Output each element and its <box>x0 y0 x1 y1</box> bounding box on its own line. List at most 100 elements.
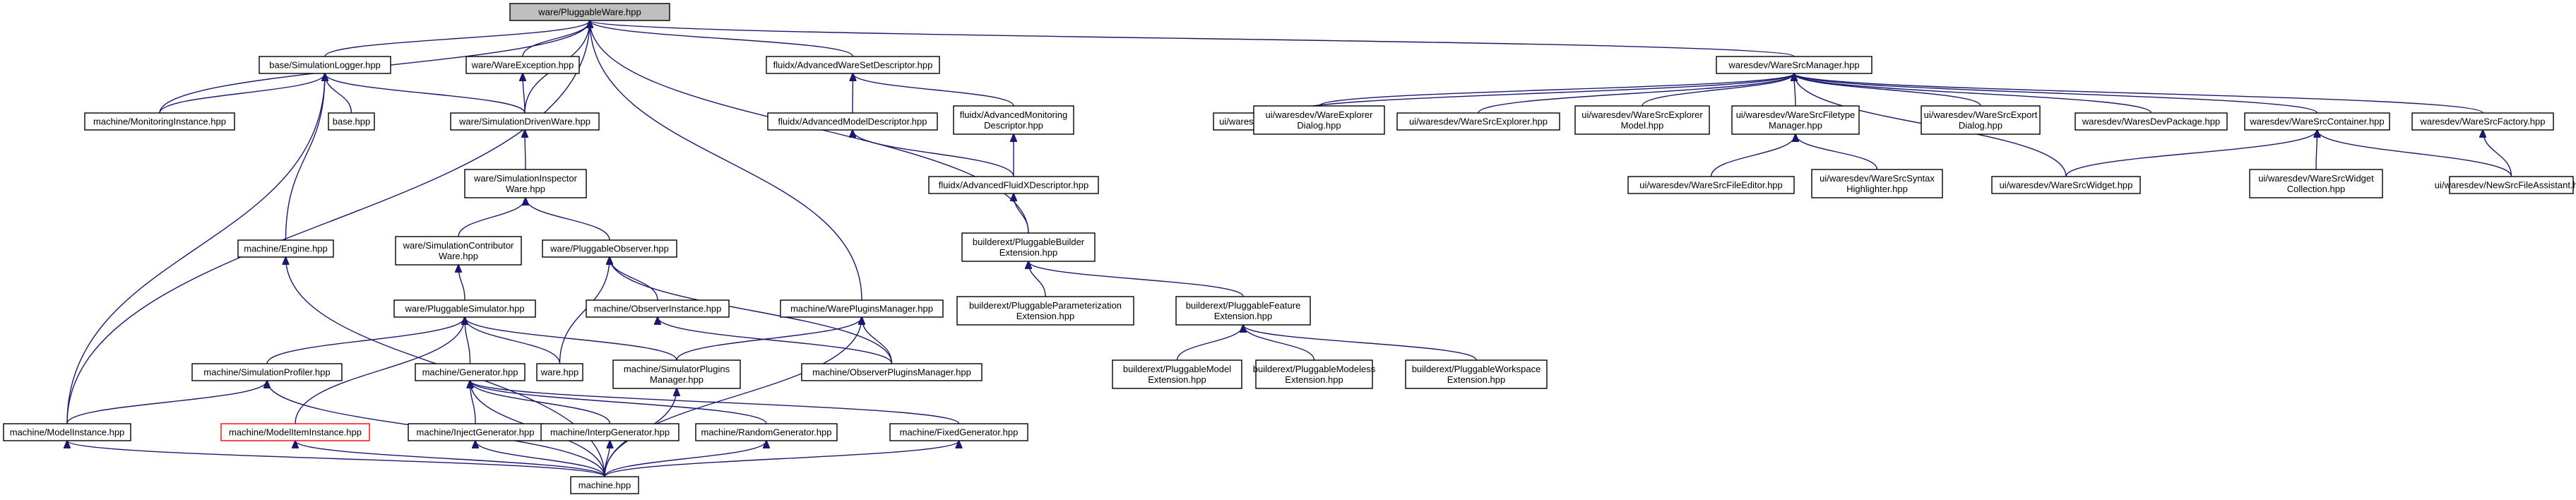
graph-node-plugmodeless[interactable]: builderext/PluggableModelessExtension.hp… <box>1253 359 1376 389</box>
node-label: Dialog.hpp <box>1959 120 2002 131</box>
graph-node-advmodel[interactable]: fluidx/AdvancedModelDescriptor.hpp <box>767 112 938 131</box>
graph-node-waresrcmgr[interactable]: waresdev/WareSrcManager.hpp <box>1716 56 1872 74</box>
node-label: base/SimulationLogger.hpp <box>269 60 381 71</box>
node-box <box>766 56 940 74</box>
node-label: builderext/PluggableModel <box>1123 364 1231 374</box>
graph-node-plugobserver[interactable]: ware/PluggableObserver.hpp <box>542 239 677 258</box>
graph-node-plugparam[interactable]: builderext/PluggableParameterizationExte… <box>956 296 1134 326</box>
graph-node-wareplugmgr[interactable]: machine/WarePluginsManager.hpp <box>780 299 944 318</box>
dependency-edge <box>590 20 862 301</box>
node-label: machine/ObserverPluginsManager.hpp <box>812 367 971 378</box>
node-label: ui/waresdev/WareExplorer <box>1266 109 1374 120</box>
node-label: machine/WarePluginsManager.hpp <box>790 304 933 314</box>
node-label: ware/WareException.hpp <box>471 60 574 71</box>
graph-node-interpgen[interactable]: machine/InterpGenerator.hpp <box>540 423 679 441</box>
dependency-edge <box>324 20 590 57</box>
dependency-edge <box>525 130 526 170</box>
dependency-edge <box>604 441 766 477</box>
dependency-edge <box>2317 130 2512 177</box>
dependency-edge <box>465 317 677 361</box>
graph-node-machinehpp[interactable]: machine.hpp <box>570 476 639 494</box>
node-box <box>450 112 600 131</box>
node-label: Collection.hpp <box>2287 184 2345 194</box>
graph-node-modelitem[interactable]: machine/ModelItemInstance.hpp <box>220 423 370 441</box>
node-box <box>1175 296 1311 326</box>
node-label: Extension.hpp <box>999 247 1057 258</box>
graph-node-simdriven[interactable]: ware/SimulationDrivenWare.hpp <box>450 112 600 131</box>
dependency-edge <box>470 381 960 424</box>
dependency-edge <box>285 73 326 241</box>
node-box <box>542 239 677 258</box>
dependency-edge <box>475 441 605 477</box>
node-label: machine/MonitoringInstance.hpp <box>93 117 226 127</box>
graph-node-waresrcexpl[interactable]: ui/waresdev/WareSrcExplorer.hpp <box>1396 112 1560 131</box>
graph-node-simlogger[interactable]: base/SimulationLogger.hpp <box>259 56 391 74</box>
graph-node-simprofiler[interactable]: machine/SimulationProfiler.hpp <box>191 363 343 381</box>
node-box <box>1731 105 1860 135</box>
graph-node-moninst[interactable]: machine/MonitoringInstance.hpp <box>84 112 235 131</box>
graph-node-newfileassist[interactable]: ui/waresdev/NewSrcFileAssistant.hpp <box>2435 176 2576 194</box>
graph-node-wareexc[interactable]: ware/WareException.hpp <box>465 56 580 74</box>
node-box <box>1627 176 1795 194</box>
node-box <box>328 112 375 131</box>
node-label: waresdev/WareSrcFactory.hpp <box>2419 117 2545 127</box>
node-box <box>393 299 536 318</box>
graph-node-advfluidx[interactable]: fluidx/AdvancedFluidXDescriptor.hpp <box>928 176 1099 194</box>
node-box <box>220 423 370 441</box>
dependency-edge <box>1176 325 1244 361</box>
graph-node-generator[interactable]: machine/Generator.hpp <box>415 363 526 381</box>
graph-node-randomgen[interactable]: machine/RandomGenerator.hpp <box>695 423 838 441</box>
graph-node-engine[interactable]: machine/Engine.hpp <box>237 239 334 258</box>
graph-node-plugsim[interactable]: ware/PluggableSimulator.hpp <box>393 299 536 318</box>
node-box <box>2411 112 2554 131</box>
graph-node-basehpp[interactable]: base.hpp <box>328 112 375 131</box>
dependency-edge <box>2483 130 2512 177</box>
dependency-edge <box>465 317 561 364</box>
graph-node-plugworkspace[interactable]: builderext/PluggableWorkspaceExtension.h… <box>1405 359 1548 389</box>
node-label: machine/Engine.hpp <box>244 244 328 254</box>
graph-node-srcwidget[interactable]: ui/waresdev/WareSrcWidget.hpp <box>1991 176 2141 194</box>
graph-node-fileeditor[interactable]: ui/waresdev/WareSrcFileEditor.hpp <box>1627 176 1795 194</box>
node-box <box>1255 359 1373 389</box>
node-box <box>2249 169 2383 198</box>
dependency-edge <box>159 73 325 114</box>
graph-node-srcfactory[interactable]: waresdev/WareSrcFactory.hpp <box>2411 112 2554 131</box>
dependency-edge <box>853 73 1014 107</box>
node-label: Extension.hpp <box>1447 374 1505 385</box>
node-box <box>961 232 1096 262</box>
nodes-layer: ware/PluggableWare.hpp base/SimulationLog… <box>3 3 2576 494</box>
graph-node-waresdevpkg[interactable]: waresdev/WaresDevPackage.hpp <box>2075 112 2228 131</box>
graph-node-obsinst[interactable]: machine/ObserverInstance.hpp <box>586 299 730 318</box>
node-label: machine/ModelItemInstance.hpp <box>229 427 362 438</box>
graph-node-warehpp[interactable]: ware.hpp <box>536 363 583 381</box>
node-label: ui/waresdev/WareSrcWidget <box>2258 173 2374 184</box>
graph-node-obsplugmgr[interactable]: machine/ObserverPluginsManager.hpp <box>801 363 983 381</box>
dependency-edge <box>604 317 862 477</box>
node-label: builderext/PluggableWorkspace <box>1412 364 1541 374</box>
graph-node-root[interactable]: ware/PluggableWare.hpp <box>509 3 670 21</box>
graph-node-modelinst[interactable]: machine/ModelInstance.hpp <box>3 423 131 441</box>
graph-node-injectgen[interactable]: machine/InjectGenerator.hpp <box>408 423 543 441</box>
dependency-edge <box>1796 134 1878 170</box>
graph-node-fixedgen[interactable]: machine/FixedGenerator.hpp <box>889 423 1028 441</box>
graph-node-advwareset[interactable]: fluidx/AdvancedWareSetDescriptor.hpp <box>766 56 940 74</box>
node-label: Ware.hpp <box>439 251 478 261</box>
node-label: builderext/PluggableParameterization <box>969 300 1122 311</box>
node-label: ware/PluggableObserver.hpp <box>550 244 669 254</box>
node-label: machine/FixedGenerator.hpp <box>900 427 1019 438</box>
graph-node-srccontainer[interactable]: waresdev/WareSrcContainer.hpp <box>2244 112 2390 131</box>
dependency-edge <box>470 381 611 424</box>
